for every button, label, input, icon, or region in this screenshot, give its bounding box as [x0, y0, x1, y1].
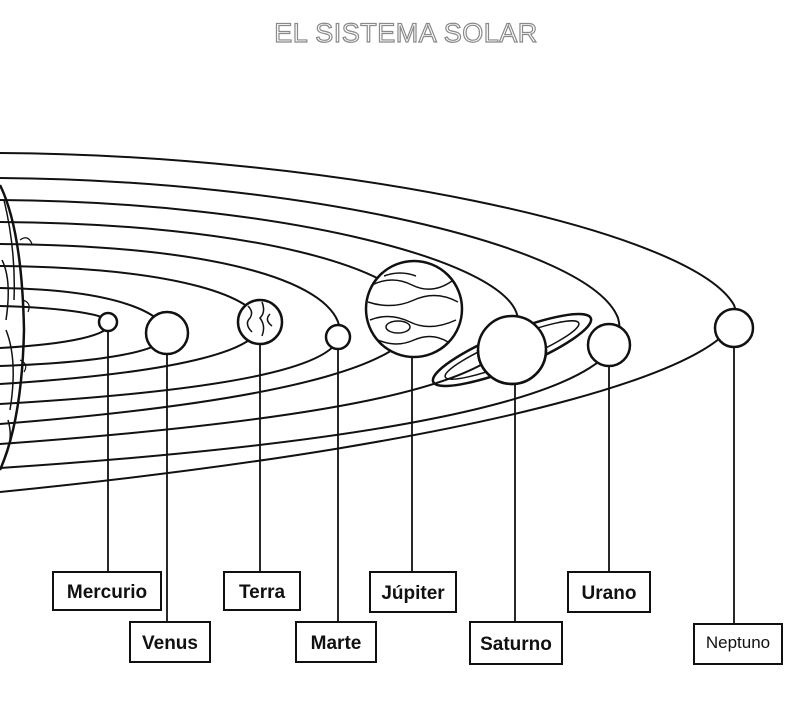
planet-marte	[324, 323, 352, 351]
orbit-jupiter	[0, 221, 418, 425]
planet-venus	[144, 310, 190, 356]
label-marte: Marte	[311, 633, 362, 654]
planet-urano	[586, 322, 632, 368]
planet-mercurio	[97, 311, 119, 333]
planets	[97, 259, 755, 388]
label-jupiter: Júpiter	[381, 583, 445, 604]
planet-neptuno	[713, 307, 755, 349]
label-box-neptuno: Neptuno	[693, 623, 783, 665]
sun	[0, 184, 33, 471]
label-box-venus: Venus	[129, 621, 211, 663]
label-venus: Venus	[142, 633, 198, 654]
label-box-mercurio: Mercurio	[52, 571, 162, 611]
label-box-jupiter: Júpiter	[369, 571, 457, 613]
planet-saturno	[431, 312, 593, 388]
label-box-saturno: Saturno	[469, 621, 563, 665]
label-box-marte: Marte	[295, 621, 377, 663]
page-title: EL SISTEMA SOLAR	[274, 17, 538, 48]
label-neptuno: Neptuno	[706, 633, 770, 652]
planet-terra	[236, 298, 284, 346]
label-urano: Urano	[582, 583, 637, 604]
orbit-terra	[0, 265, 262, 385]
label-saturno: Saturno	[480, 634, 552, 655]
label-box-urano: Urano	[567, 571, 651, 613]
planet-labels: Mercurio Venus Terra Marte Júpiter Satur…	[52, 571, 783, 665]
planet-jupiter	[364, 259, 464, 359]
label-terra: Terra	[239, 582, 286, 603]
orbit-neptuno	[0, 152, 737, 493]
label-box-terra: Terra	[223, 571, 301, 611]
leader-lines	[107, 322, 735, 624]
orbit-urano	[0, 177, 621, 469]
label-mercurio: Mercurio	[67, 582, 147, 603]
